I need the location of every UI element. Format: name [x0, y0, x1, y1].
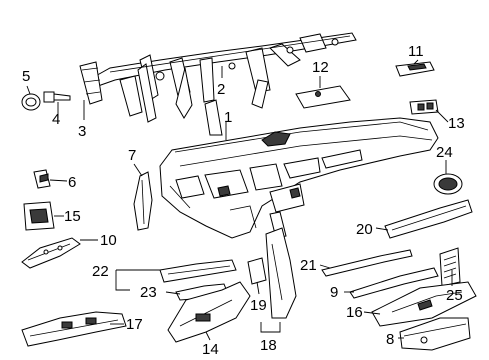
vent-part-24 — [433, 173, 463, 195]
instrument-panel-reinforcement — [79, 32, 357, 136]
callout-23: 23 — [140, 284, 157, 301]
glovebox-part-16 — [371, 281, 477, 327]
callout-16: 16 — [346, 304, 363, 321]
callout-11: 11 — [408, 43, 424, 60]
callout-3: 3 — [78, 123, 86, 140]
strip-part-9 — [349, 267, 439, 299]
trim-part-10 — [21, 237, 81, 269]
bolt-part-4 — [43, 91, 71, 103]
callout-labels: 1 2 3 4 5 6 7 8 9 10 11 12 13 14 15 16 1… — [22, 43, 465, 358]
callout-5: 5 — [22, 68, 30, 85]
callout-8: 8 — [386, 331, 394, 348]
callout-2: 2 — [217, 81, 225, 98]
strip-part-21 — [321, 249, 413, 277]
callout-14: 14 — [202, 341, 219, 358]
clip-part-6 — [33, 169, 51, 189]
cover-part-11 — [395, 61, 435, 77]
trim-part-22 — [159, 259, 237, 283]
reinforcement-part-17 — [21, 311, 127, 347]
callout-13: 13 — [448, 115, 465, 132]
callout-12: 12 — [312, 59, 329, 76]
bracket-part-19 — [247, 257, 267, 285]
cover-part-18 — [265, 227, 297, 319]
side-panel-part-7 — [133, 171, 153, 231]
callout-22: 22 — [92, 263, 109, 280]
finish-panel-part-14 — [167, 281, 251, 343]
panel-part-12 — [295, 85, 351, 109]
callout-17: 17 — [126, 316, 143, 333]
callout-10: 10 — [100, 232, 117, 249]
module-part-8 — [399, 317, 471, 351]
leader-lines — [26, 59, 453, 341]
cap-part-5 — [21, 93, 41, 111]
callout-15: 15 — [64, 208, 81, 225]
trim-part-20 — [384, 199, 473, 239]
vent-part-25 — [439, 247, 461, 287]
callout-18: 18 — [260, 337, 277, 354]
callout-25: 25 — [446, 287, 463, 304]
switch-part-13 — [409, 99, 439, 115]
callout-4: 4 — [52, 111, 60, 128]
callout-21: 21 — [300, 257, 317, 274]
callout-1: 1 — [224, 109, 232, 126]
instrument-panel — [159, 117, 439, 239]
callout-20: 20 — [356, 221, 373, 238]
callout-7: 7 — [128, 147, 136, 164]
callout-19: 19 — [250, 297, 267, 314]
pocket-part-15 — [23, 201, 55, 231]
callout-24: 24 — [436, 144, 453, 161]
callout-6: 6 — [68, 174, 76, 191]
callout-9: 9 — [330, 284, 338, 301]
